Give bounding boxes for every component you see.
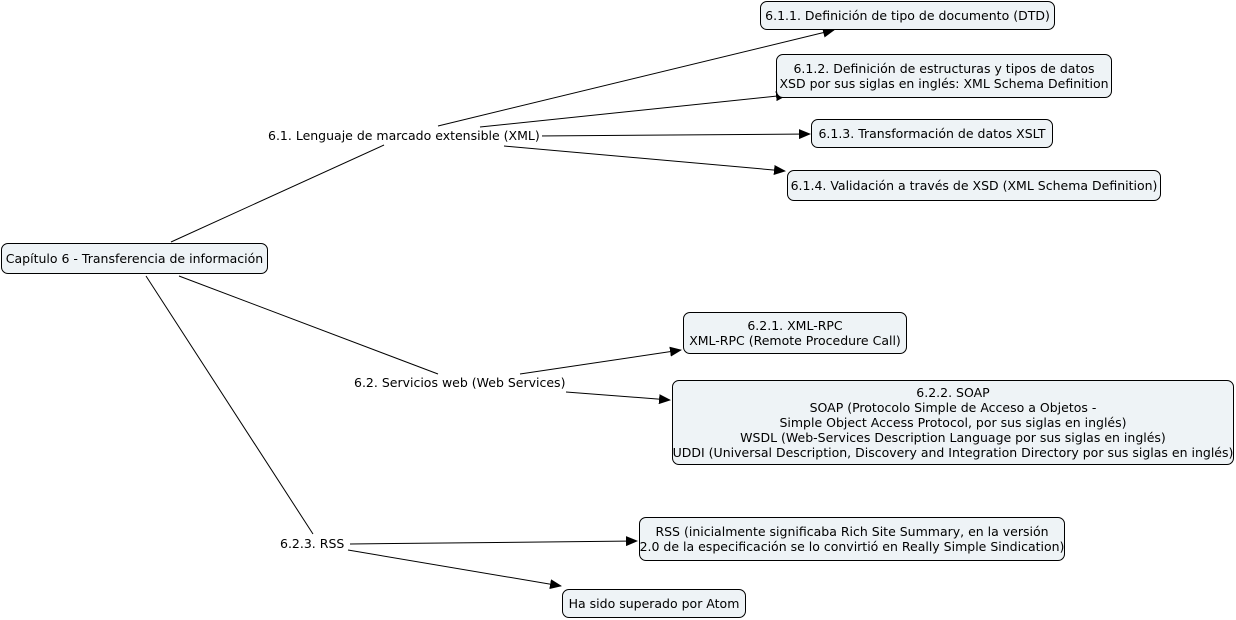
concept-soap-line: UDDI (Universal Description, Discovery a… (672, 445, 1234, 460)
concept-soap[interactable]: 6.2.2. SOAP SOAP (Protocolo Simple de Ac… (672, 380, 1234, 465)
concept-xsd-line: XSD por sus siglas en inglés: XML Schema… (779, 76, 1109, 91)
concept-soap-line: Simple Object Access Protocol, por sus s… (779, 415, 1127, 430)
arrow-xml-xsd (479, 91, 788, 128)
link-root-ws (178, 275, 439, 375)
concept-rss-desc[interactable]: RSS (inicialmente significaba Rich Site … (639, 517, 1065, 561)
arrow-xml-xslt (535, 129, 811, 140)
concept-rss-desc-line: 2.0 de la especificación se lo convirtió… (639, 539, 1065, 554)
concept-xsd-line: 6.1.2. Definición de estructuras y tipos… (793, 61, 1095, 76)
concept-xmlrpc-line: XML-RPC (Remote Procedure Call) (689, 333, 901, 348)
arrow-rss-desc (349, 536, 638, 547)
concept-xslt-line: 6.1.3. Transformación de datos XSLT (818, 126, 1046, 141)
concept-dtd-line: 6.1.1. Definición de tipo de documento (… (765, 8, 1050, 23)
link-root-rss (145, 275, 314, 535)
branch-rss-label[interactable]: 6.2.3. RSS (278, 536, 347, 551)
concept-rss-desc-line: RSS (inicialmente significaba Rich Site … (655, 524, 1049, 539)
arrow-xml-validacion (503, 145, 786, 176)
concept-soap-line: SOAP (Protocolo Simple de Acceso a Objet… (809, 400, 1097, 415)
root-concept-node[interactable]: Capítulo 6 - Transferencia de informació… (1, 243, 268, 274)
concept-soap-line: 6.2.2. SOAP (916, 385, 990, 400)
concept-xmlrpc[interactable]: 6.2.1. XML-RPC XML-RPC (Remote Procedure… (683, 312, 907, 354)
concept-dtd[interactable]: 6.1.1. Definición de tipo de documento (… (760, 1, 1055, 30)
branch-ws-label[interactable]: 6.2. Servicios web (Web Services) (352, 375, 568, 390)
arrow-rss-atom (347, 549, 562, 590)
concept-validacion[interactable]: 6.1.4. Validación a través de XSD (XML S… (787, 170, 1161, 201)
concept-atom[interactable]: Ha sido superado por Atom (562, 589, 746, 618)
root-concept-label: Capítulo 6 - Transferencia de informació… (5, 251, 264, 266)
link-root-xml (170, 144, 385, 243)
concept-validacion-line: 6.1.4. Validación a través de XSD (XML S… (790, 178, 1158, 193)
concept-xslt[interactable]: 6.1.3. Transformación de datos XSLT (811, 119, 1053, 148)
arrow-ws-xmlrpc (519, 346, 682, 375)
concept-atom-line: Ha sido superado por Atom (568, 596, 740, 611)
arrow-ws-soap (565, 391, 671, 405)
concept-soap-line: WSDL (Web-Services Description Language … (740, 430, 1166, 445)
concept-xsd[interactable]: 6.1.2. Definición de estructuras y tipos… (776, 54, 1112, 98)
concept-xmlrpc-line: 6.2.1. XML-RPC (747, 318, 843, 333)
arrow-xml-dtd (437, 27, 835, 127)
branch-xml-label[interactable]: 6.1. Lenguaje de marcado extensible (XML… (266, 128, 542, 143)
